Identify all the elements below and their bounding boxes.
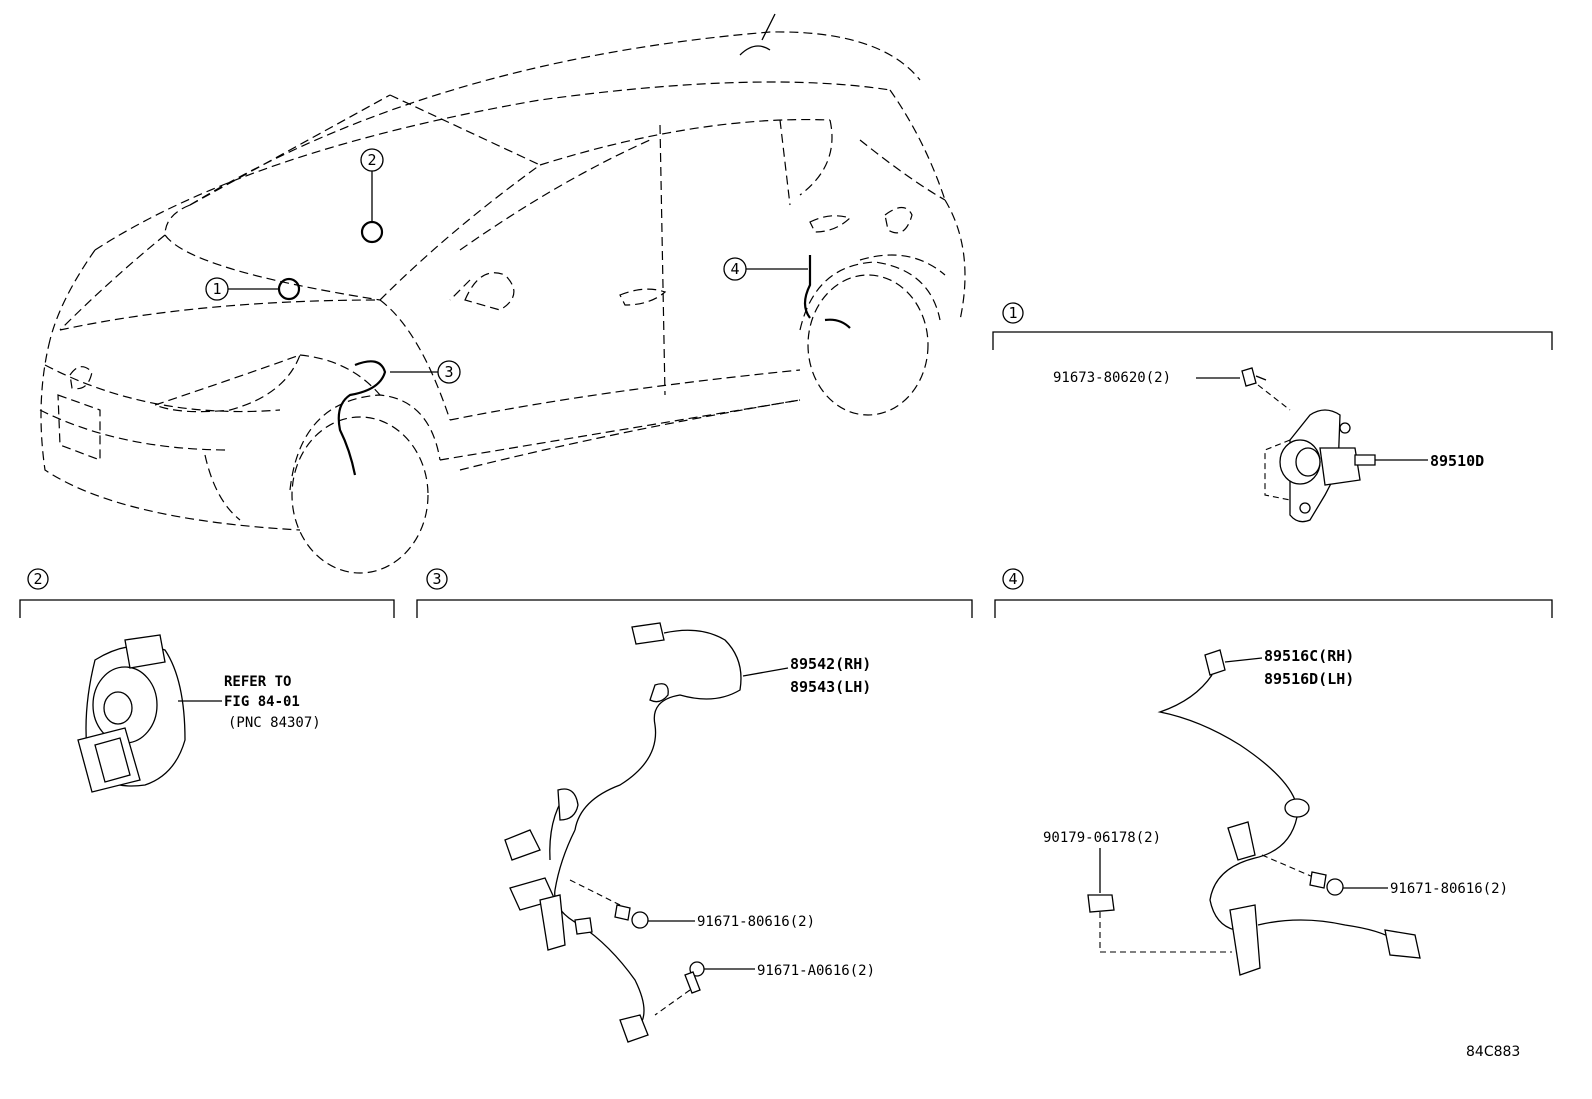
svg-text:89542(RH): 89542(RH): [790, 655, 871, 673]
figure-id: 84C883: [1466, 1044, 1520, 1060]
label-90179-06178[interactable]: 90179-06178(2): [1043, 830, 1161, 893]
front-speed-sensor-harness: [504, 622, 742, 1043]
svg-text:1: 1: [1008, 304, 1017, 322]
svg-text:91671-80616(2): 91671-80616(2): [1390, 881, 1508, 897]
label-89542-89543[interactable]: 89542(RH) 89543(LH): [742, 655, 871, 696]
label-91671-80616-front[interactable]: 91671-80616(2): [648, 914, 815, 930]
callout-1[interactable]: 1: [205, 277, 278, 301]
svg-text:2: 2: [367, 151, 376, 169]
section-1: 1 91673-80620(2) 89510D: [992, 302, 1553, 523]
bolt-91671-a0616: [684, 961, 705, 994]
section-1-header: 1: [992, 302, 1553, 350]
svg-text:89516D(LH): 89516D(LH): [1264, 670, 1354, 688]
label-89510d[interactable]: 89510D: [1375, 452, 1484, 470]
front-speed-sensor-wire: [337, 360, 387, 476]
svg-text:REFER TO: REFER TO: [224, 674, 291, 690]
label-91673-80620[interactable]: 91673-80620(2): [1053, 370, 1240, 386]
callout-2[interactable]: 2: [360, 148, 384, 221]
svg-text:89510D: 89510D: [1430, 452, 1484, 470]
svg-text:FIG 84-01: FIG 84-01: [224, 694, 300, 710]
svg-text:89543(LH): 89543(LH): [790, 678, 871, 696]
svg-text:89516C(RH): 89516C(RH): [1264, 647, 1354, 665]
svg-text:1: 1: [212, 280, 221, 298]
yaw-sensor-location: [277, 277, 301, 301]
svg-text:90179-06178(2): 90179-06178(2): [1043, 830, 1161, 846]
bolt-91673-80620: [1241, 367, 1267, 387]
svg-text:91671-A0616(2): 91671-A0616(2): [757, 963, 875, 979]
svg-text:91671-80616(2): 91671-80616(2): [697, 914, 815, 930]
svg-text:2: 2: [33, 570, 42, 588]
section-3-header: 3: [416, 568, 973, 618]
label-91671-a0616[interactable]: 91671-A0616(2): [704, 963, 875, 979]
section-2: 2 REFER TO FIG 84-01 (PNC 84307): [19, 568, 395, 793]
bolt-91671-80616-front: [614, 904, 649, 929]
svg-text:(PNC 84307): (PNC 84307): [228, 715, 321, 731]
car-illustration: 1 2 3 4: [39, 13, 966, 574]
callout-4[interactable]: 4: [723, 257, 808, 281]
spiral-cable-part: [77, 634, 186, 793]
svg-text:4: 4: [1008, 570, 1017, 588]
bolt-91671-80616-rear: [1309, 871, 1344, 896]
svg-text:4: 4: [730, 260, 739, 278]
label-91671-80616-rear[interactable]: 91671-80616(2): [1343, 881, 1508, 897]
section-3: 3 89542(RH) 89543(LH) 916: [416, 568, 973, 1043]
section-2-header: 2: [19, 568, 395, 618]
rear-speed-sensor-wire: [803, 255, 851, 329]
svg-text:91673-80620(2): 91673-80620(2): [1053, 370, 1171, 386]
rear-speed-sensor-harness: [1157, 649, 1421, 976]
section-4: 4 89516C(RH) 89516D(LH) 90179-06178(2): [994, 568, 1553, 976]
nut-90179-06178: [1087, 894, 1115, 913]
svg-text:3: 3: [432, 570, 441, 588]
section-4-header: 4: [994, 568, 1553, 618]
callout-3[interactable]: 3: [390, 360, 461, 384]
refer-note: REFER TO FIG 84-01 (PNC 84307): [178, 674, 321, 731]
rain-sensor-location: [360, 220, 384, 244]
yaw-rate-sensor-89510d: [1264, 409, 1376, 523]
label-89516c-89516d[interactable]: 89516C(RH) 89516D(LH): [1224, 647, 1354, 688]
svg-text:3: 3: [444, 363, 453, 381]
